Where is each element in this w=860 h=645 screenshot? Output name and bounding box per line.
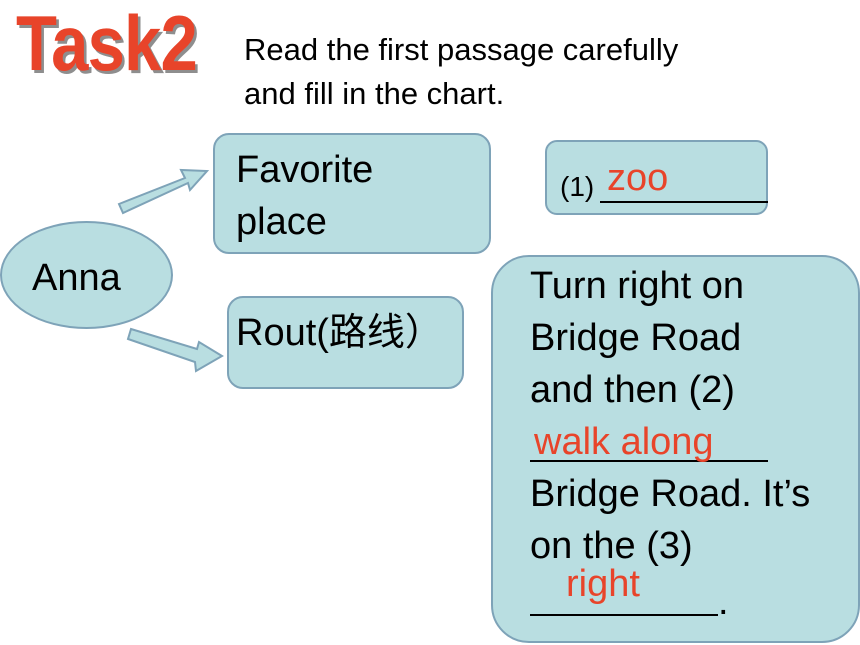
- arrow-to-favorite-place: [117, 168, 210, 215]
- blank-2-answer: walk along: [534, 421, 714, 463]
- blank-3-underline: [530, 614, 718, 616]
- instruction-line-1: Read the first passage carefully: [244, 32, 679, 67]
- favorite-place-box: [213, 133, 491, 254]
- route-text-period: .: [718, 581, 729, 623]
- instruction-line-2: and fill in the chart.: [244, 76, 505, 111]
- arrow-to-route: [126, 327, 224, 373]
- blank-3-answer: right: [566, 563, 640, 605]
- route-text-line-2: Bridge Road: [530, 317, 742, 359]
- favorite-place-line-1: Favorite: [236, 149, 374, 191]
- task-title: Task2: [16, 0, 198, 87]
- favorite-place-line-2: place: [236, 201, 327, 243]
- blank-1-answer: zoo: [607, 157, 669, 199]
- blank-1-underline: [600, 201, 768, 203]
- blank-1-number: (1): [560, 171, 595, 202]
- route-text-line-6: on the (3): [530, 525, 693, 567]
- route-text-line-3: and then (2): [530, 369, 735, 411]
- blank-2-underline: [530, 460, 768, 462]
- route-text-line-1: Turn right on: [530, 265, 745, 307]
- instruction-text: Read the first passage carefully and fil…: [244, 28, 844, 116]
- route-label: Rout(路线）: [236, 312, 443, 354]
- person-name: Anna: [32, 257, 121, 299]
- route-box: [227, 296, 464, 389]
- person-ellipse: [0, 221, 173, 329]
- route-answer-box: [491, 255, 860, 643]
- route-text-line-5: Bridge Road. It’s: [530, 473, 811, 515]
